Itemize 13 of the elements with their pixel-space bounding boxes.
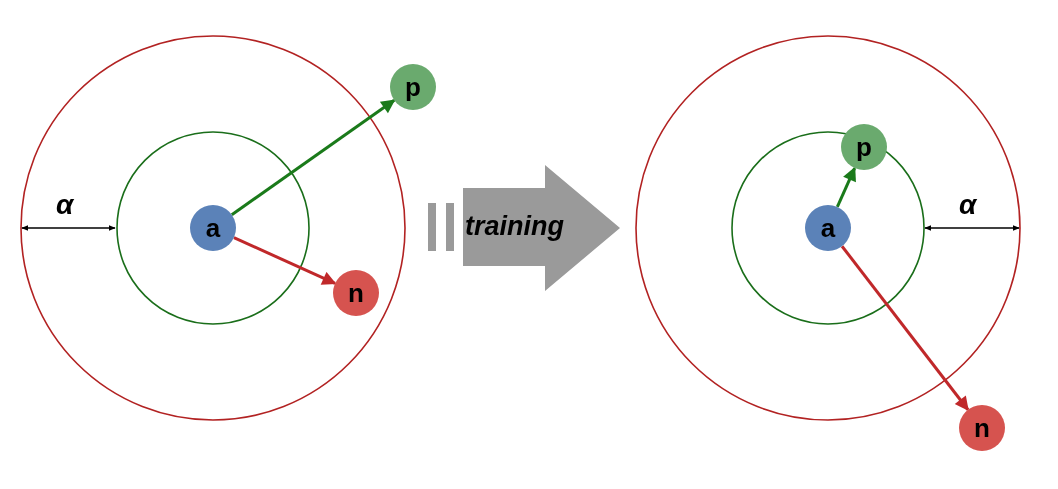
dimension-label: α xyxy=(56,190,74,220)
arrow xyxy=(840,245,970,411)
point-circle: n xyxy=(333,270,379,316)
dimension-label: α xyxy=(959,190,977,220)
arrow xyxy=(230,99,396,216)
arrow xyxy=(233,236,337,285)
arrow xyxy=(835,166,857,208)
point-circle: a xyxy=(190,205,236,251)
point-circle: n xyxy=(959,405,1005,451)
point-circle: p xyxy=(841,124,887,170)
point-circle: p xyxy=(390,64,436,110)
point-circle: a xyxy=(805,205,851,251)
arrow-label: training xyxy=(465,211,564,242)
